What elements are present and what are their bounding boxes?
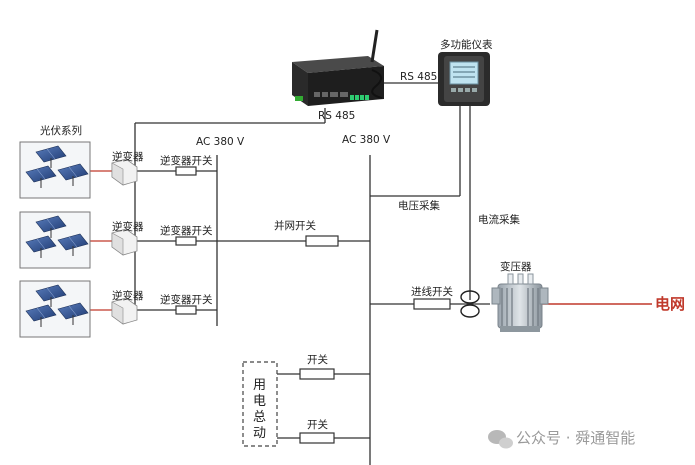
- load-switch-label-1: 开关: [307, 354, 328, 366]
- inverter-switch-1: [175, 166, 197, 176]
- inverter-switch-label-2: 逆变器开关: [160, 225, 213, 237]
- current-sampling-label: 电流采集: [478, 214, 520, 226]
- inverter-icon: [111, 297, 138, 325]
- wechat-icon: [488, 430, 513, 449]
- current-transformer-icon: [460, 290, 480, 318]
- incoming-switch: [413, 298, 451, 310]
- transformer-label: 变压器: [500, 261, 532, 273]
- grid-label: 电网: [655, 295, 686, 313]
- ac-voltage-label-2: AC 380 V: [342, 134, 391, 146]
- gateway-device-icon: [292, 29, 384, 106]
- inverter-switch-label-1: 逆变器开关: [160, 155, 213, 167]
- ac-voltage-label-1: AC 380 V: [196, 136, 245, 148]
- inverter-icon: [111, 228, 138, 256]
- rs485-label-bus: RS 485: [318, 110, 356, 122]
- inverter-label-3: 逆变器: [112, 290, 144, 302]
- grid-switch-label: 并网开关: [274, 220, 316, 232]
- load-switch-1: [299, 368, 335, 380]
- pv-panel-array-icon: [19, 211, 91, 269]
- load-char-3: 总: [253, 410, 267, 425]
- rs485-label-meter: RS 485: [400, 71, 438, 83]
- pv-panel-array-icon: [19, 280, 91, 338]
- transformer-icon: [491, 273, 549, 332]
- load-char-1: 用: [253, 378, 267, 393]
- load-switch-2: [299, 432, 335, 444]
- load-char-2: 电: [253, 394, 267, 409]
- inverter-label-2: 逆变器: [112, 221, 144, 233]
- pv-array-label: 光伏系列: [40, 125, 82, 137]
- watermark-text: 公众号 · 舜通智能: [516, 429, 636, 447]
- load-switch-label-2: 开关: [307, 419, 328, 431]
- load-box: [242, 361, 278, 447]
- inverter-label-1: 逆变器: [112, 151, 144, 163]
- inverter-icon: [111, 158, 138, 186]
- load-char-4: 动: [253, 426, 267, 441]
- incoming-switch-label: 进线开关: [411, 286, 453, 298]
- meter-device-icon: [438, 52, 490, 106]
- inverter-switch-3: [175, 305, 197, 315]
- grid-switch: [305, 235, 339, 247]
- meter-label: 多功能仪表: [440, 39, 493, 51]
- inverter-switch-2: [175, 236, 197, 246]
- inverter-switch-label-3: 逆变器开关: [160, 294, 213, 306]
- pv-panel-array-icon: [19, 141, 91, 199]
- voltage-sampling-label: 电压采集: [398, 200, 440, 212]
